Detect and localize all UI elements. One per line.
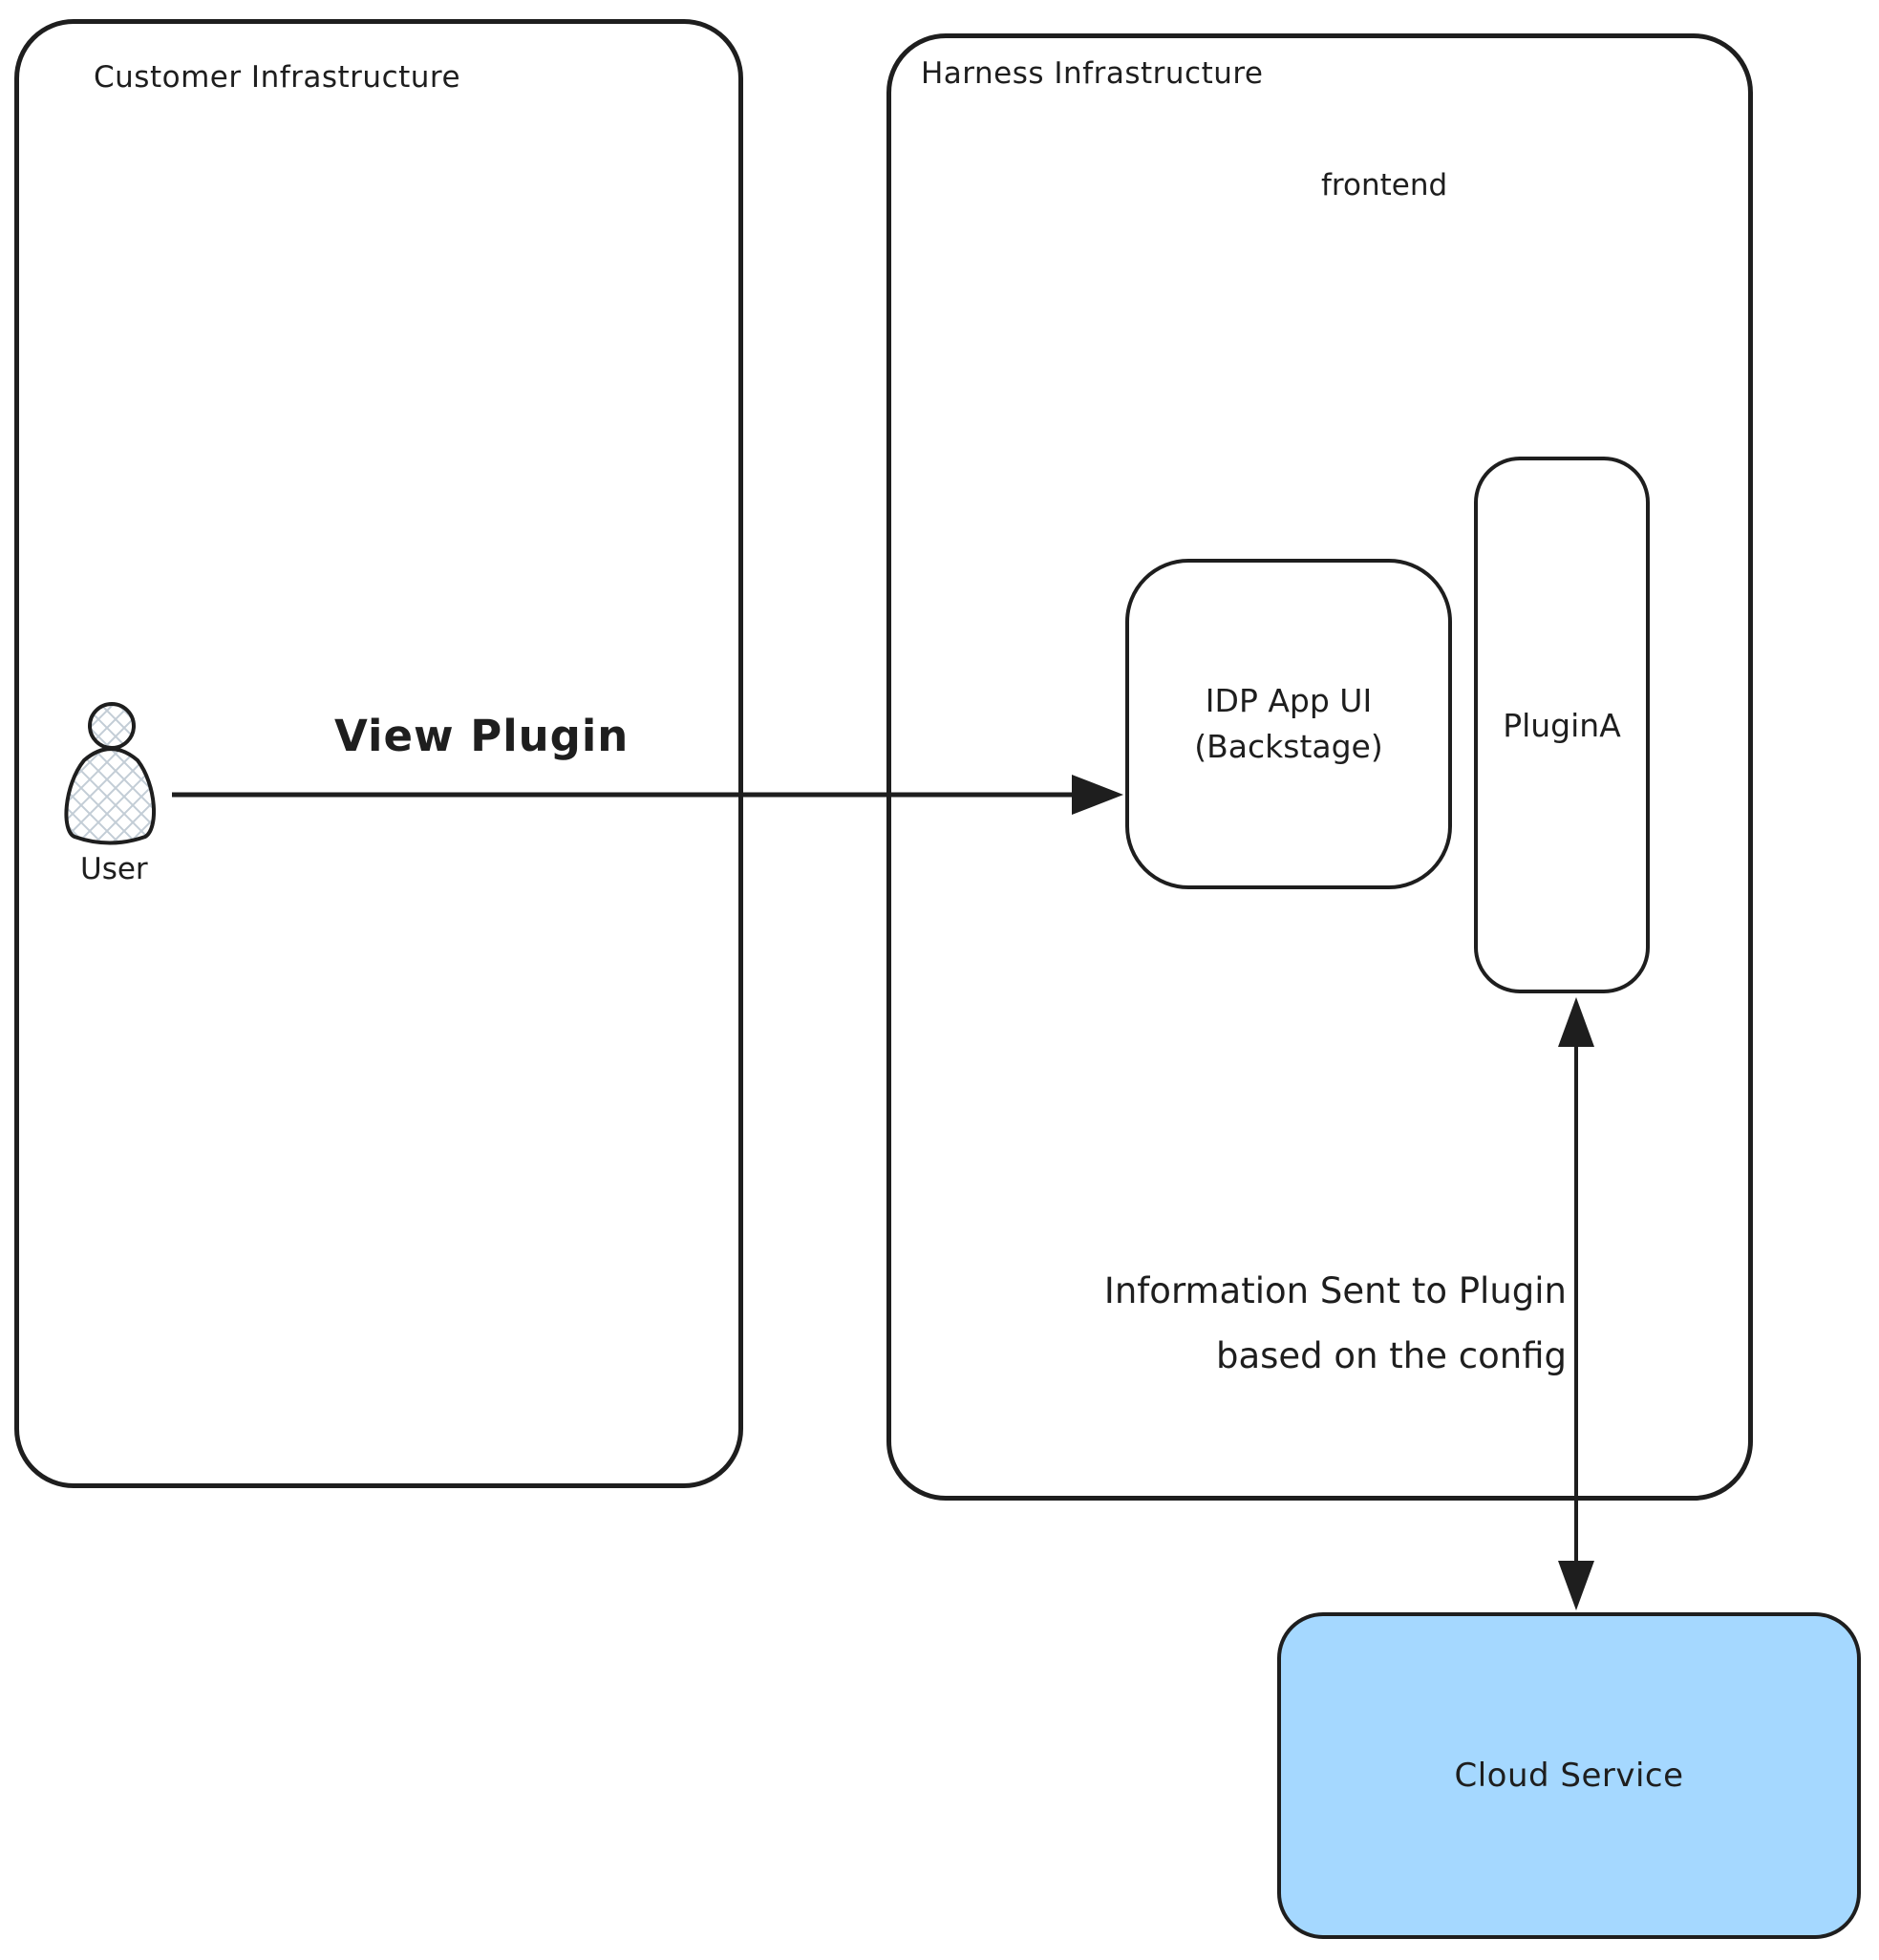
frontend-label: frontend: [1321, 168, 1448, 202]
idp-app-ui-label: IDP App UI (Backstage): [1194, 678, 1382, 770]
plugin-a-box: PluginA: [1474, 457, 1650, 993]
info-sent-arrow-label: Information Sent to Plugin based on the …: [1104, 1259, 1567, 1389]
cloud-service-label: Cloud Service: [1454, 1757, 1684, 1795]
view-plugin-arrow-label: View Plugin: [334, 711, 630, 761]
user-label: User: [80, 852, 148, 886]
idp-label-line2: (Backstage): [1194, 728, 1383, 765]
idp-label-line1: IDP App UI: [1205, 682, 1373, 720]
customer-infrastructure-title: Customer Infrastructure: [94, 60, 461, 95]
harness-infrastructure-title: Harness Infrastructure: [921, 56, 1264, 91]
idp-app-ui-box: IDP App UI (Backstage): [1125, 559, 1452, 889]
cloud-service-box: Cloud Service: [1277, 1612, 1861, 1939]
customer-infrastructure-box: Customer Infrastructure: [14, 19, 743, 1488]
harness-infrastructure-box: [886, 33, 1753, 1501]
plugin-a-label: PluginA: [1503, 706, 1621, 744]
info-label-line2: based on the config: [1215, 1335, 1567, 1376]
info-label-line1: Information Sent to Plugin: [1103, 1270, 1567, 1311]
